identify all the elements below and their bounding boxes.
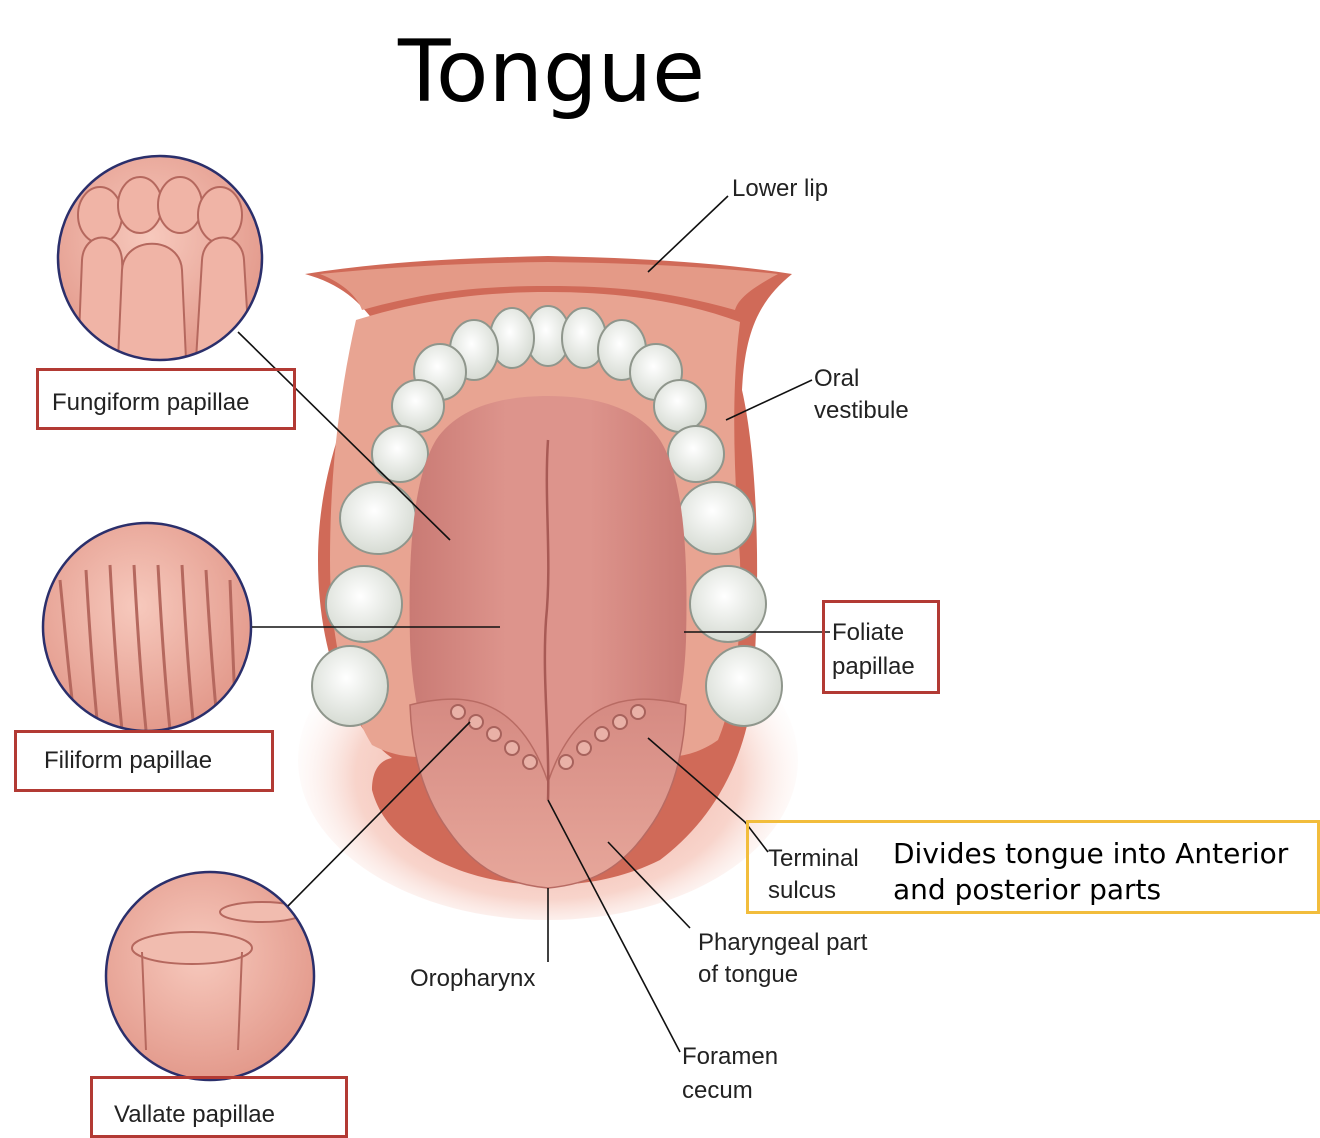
lower-lip-label: Lower lip bbox=[732, 172, 828, 205]
oropharynx-label: Oropharynx bbox=[410, 962, 535, 995]
fungiform-label: Fungiform papillae bbox=[52, 386, 249, 419]
page-title: Tongue bbox=[398, 22, 705, 122]
vallate-circle bbox=[106, 872, 314, 1080]
fungiform-circle bbox=[58, 156, 262, 360]
foliate-label-2: papillae bbox=[832, 650, 915, 683]
pharyngeal-label-2: of tongue bbox=[698, 958, 798, 991]
oral-vestibule-label-2: vestibule bbox=[814, 394, 909, 427]
vallate-label: Vallate papillae bbox=[114, 1098, 275, 1131]
annotation-line-1: Divides tongue into Anterior bbox=[893, 836, 1288, 872]
filiform-label: Filiform papillae bbox=[44, 744, 212, 777]
foliate-label-1: Foliate bbox=[832, 616, 904, 649]
terminal-sulcus-label-1: Terminal bbox=[768, 842, 859, 875]
foramen-cecum-label-2: cecum bbox=[682, 1074, 753, 1107]
annotation-line-2: and posterior parts bbox=[893, 872, 1161, 908]
foramen-cecum-label-1: Foramen bbox=[682, 1040, 778, 1073]
filiform-circle bbox=[43, 523, 251, 731]
pharyngeal-label-1: Pharyngeal part bbox=[698, 926, 867, 959]
terminal-sulcus-label-2: sulcus bbox=[768, 874, 836, 907]
oral-vestibule-label-1: Oral bbox=[814, 362, 859, 395]
